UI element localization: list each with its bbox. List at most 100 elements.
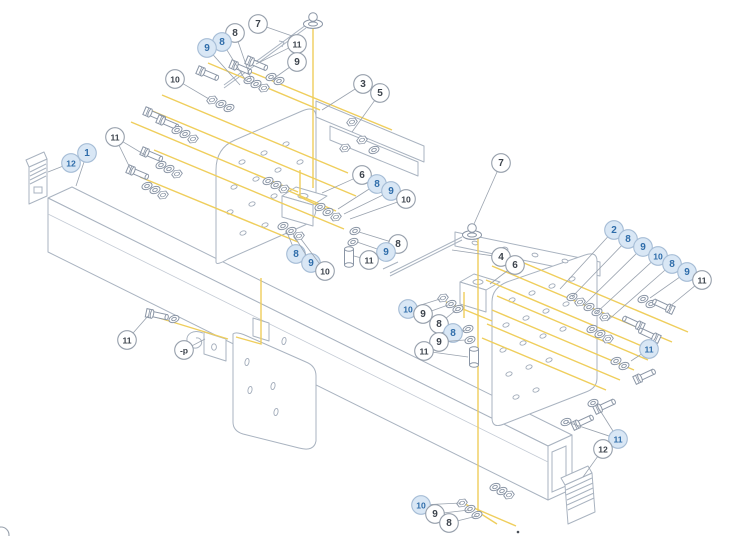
bolt-icon: [570, 414, 594, 432]
alignment-line: [485, 279, 657, 353]
callout-number: 8: [669, 259, 675, 270]
callout-balloon-10: 10: [411, 495, 431, 515]
callout-number: 11: [364, 256, 373, 266]
plate-hole: [230, 184, 238, 190]
alignment-line: [235, 278, 262, 345]
plate-hole: [522, 315, 530, 321]
washer-icon: [583, 302, 595, 312]
callout-leader: [649, 277, 680, 299]
callout-balloon-9: 9: [633, 237, 653, 257]
callout-number: 12: [66, 159, 76, 169]
washer-icon: [587, 398, 599, 408]
callout-number: 8: [436, 319, 442, 330]
nut-icon: [437, 293, 449, 303]
washer-icon: [215, 99, 227, 109]
callout-number: 8: [293, 249, 299, 260]
callout-balloon-9: 9: [197, 38, 217, 58]
callout-number: 9: [308, 258, 314, 269]
callout-leader: [559, 236, 609, 290]
plate-hole: [252, 176, 260, 182]
left-bracket-6: [281, 186, 328, 227]
right-bracket-6: [459, 273, 501, 313]
washer-icon: [243, 75, 255, 85]
fasteners: [125, 12, 676, 520]
callout-number: 5: [377, 88, 383, 99]
callout-leader: [583, 253, 637, 306]
bolt-icon: [144, 308, 169, 321]
washer-icon: [586, 324, 598, 334]
washer-icon: [462, 324, 474, 334]
washer-icon: [168, 314, 180, 324]
callout-balloon-1: 1: [77, 143, 97, 163]
washer-icon: [637, 294, 649, 304]
callout-balloon-9: 9: [376, 242, 396, 262]
plate-hole: [548, 283, 556, 289]
callout-number: 10: [401, 195, 411, 205]
alignment-line: [155, 316, 229, 340]
callout-number: 3: [360, 79, 366, 90]
callout-leader: [351, 100, 375, 133]
washer-icon: [223, 103, 235, 113]
plate-hole: [270, 193, 278, 199]
callout-leader: [595, 261, 652, 314]
plate-hole: [260, 150, 268, 156]
washer-icon: [560, 417, 572, 427]
washer-icon: [489, 482, 501, 492]
washer-icon: [141, 181, 153, 191]
callout-number: 8: [625, 234, 631, 245]
beam-bracket: [232, 317, 317, 450]
callout-number: 9: [640, 242, 646, 253]
washer-icon: [314, 202, 326, 212]
nut-icon: [187, 134, 199, 144]
washer-icon: [277, 221, 289, 231]
callout-leader: [212, 54, 241, 86]
callout-leader: [444, 509, 470, 514]
callout-number: 12: [598, 445, 608, 455]
ball-icon: [462, 223, 482, 240]
washer-icon: [149, 185, 161, 195]
callout-number: 10: [320, 267, 330, 277]
nut-icon: [574, 297, 586, 307]
bolt-icon: [139, 146, 164, 162]
cropped-balloon-arc: [0, 526, 10, 536]
washer-icon: [285, 226, 297, 236]
callout-number: 6: [512, 260, 518, 271]
bolt-icon: [155, 114, 180, 130]
spacer-icon: [469, 346, 479, 368]
washer-icon: [464, 335, 476, 345]
nut-icon: [356, 135, 368, 145]
plate-hole: [539, 333, 547, 339]
callout-balloon-11: 11: [105, 127, 125, 147]
callout-leader: [445, 309, 457, 319]
plate-hole: [505, 371, 513, 377]
bracket-slot-hole: [273, 408, 279, 416]
callout-number: 11: [419, 347, 428, 357]
bracket-slot-hole: [247, 386, 253, 394]
callout-leader: [226, 49, 247, 82]
washer-icon: [163, 164, 175, 174]
small-dot: [516, 530, 520, 534]
washer-icon: [322, 207, 334, 217]
callout-number: 11: [613, 435, 622, 445]
callout-number: 4: [498, 252, 504, 263]
plate-hole: [528, 290, 536, 296]
washer-icon: [368, 145, 380, 155]
plate-hole: [502, 322, 510, 328]
callout-leader: [461, 329, 467, 332]
plate-hole: [532, 387, 540, 393]
bolt-icon: [125, 164, 150, 180]
callout-number: 7: [255, 19, 261, 30]
callout-number: 11: [110, 133, 119, 143]
washer-icon: [179, 129, 191, 139]
callout-leader: [433, 351, 469, 358]
washer-icon: [610, 356, 622, 366]
callout-leader: [473, 171, 498, 225]
callout-balloon-3: 3: [353, 74, 373, 94]
callout-leader: [668, 285, 696, 308]
callout-leader: [606, 269, 666, 322]
washer-icon: [270, 180, 282, 190]
washer-icon: [471, 510, 483, 520]
callout-balloon-2: 2: [604, 220, 624, 240]
